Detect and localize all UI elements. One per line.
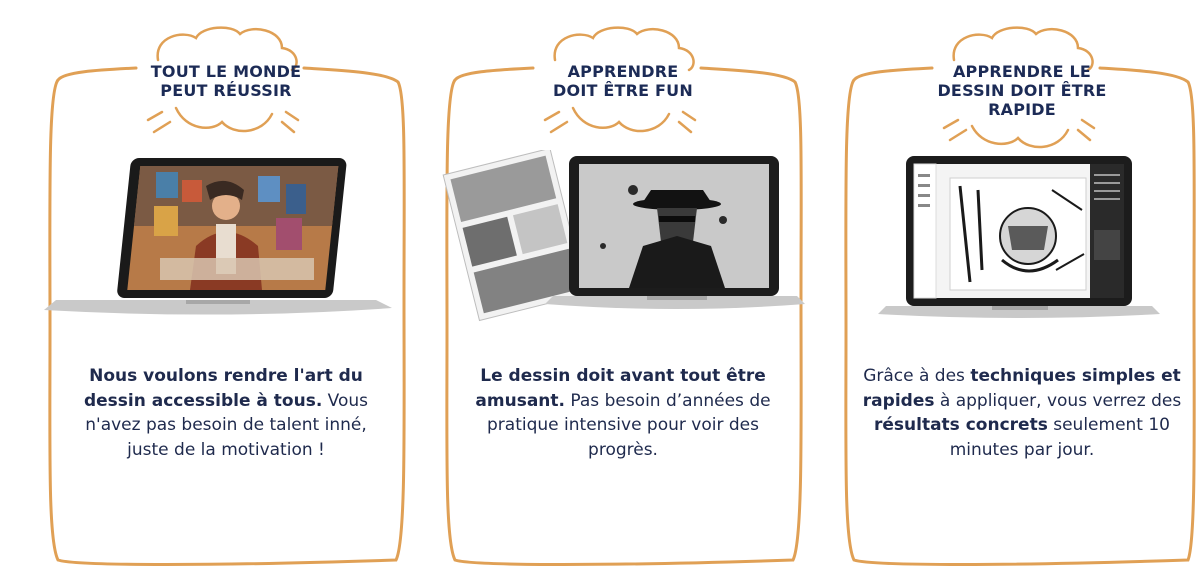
body-bold-1: Nous voulons rendre l'art du dessin acce… (83, 366, 363, 411)
card-body-text: Grâce à des techniques simples et rapide… (862, 364, 1182, 462)
heading-line-2: PEUT RÉUSSIR (160, 81, 292, 100)
heading-line-1: APPRENDRE (567, 62, 679, 81)
body-text-2: à appliquer, vous verrez des (934, 390, 1182, 411)
feature-card-3: APPRENDRE LE DESSIN DOIT ÊTRE RAPIDE Grâ… (832, 0, 1200, 573)
card-heading: APPRENDRE LE DESSIN DOIT ÊTRE RAPIDE (832, 62, 1200, 119)
cloud-outline (156, 26, 298, 72)
laptop-instructor-image (44, 158, 392, 315)
heading-line-2: DOIT ÊTRE FUN (553, 81, 693, 100)
card-heading: TOUT LE MONDE PEUT RÉUSSIR (36, 62, 416, 100)
card-frame (48, 26, 406, 566)
card-body-text: Nous voulons rendre l'art du dessin acce… (66, 364, 386, 462)
cloud-outline (553, 26, 695, 72)
feature-card-1: TOUT LE MONDE PEUT RÉUSSIR Nous voulons … (36, 0, 416, 573)
card-body-text: Le dessin doit avant tout être amusant. … (463, 364, 783, 462)
heading-line-2: DESSIN DOIT ÊTRE (937, 81, 1107, 100)
card-frame (445, 26, 803, 566)
laptop-noir-image (442, 150, 805, 322)
cloud-outline (952, 26, 1094, 72)
heading-line-1: APPRENDRE LE (952, 62, 1092, 81)
comic-pages (442, 150, 587, 322)
heading-line-1: TOUT LE MONDE (150, 62, 302, 81)
card-frame (844, 26, 1196, 566)
body-bold-3: résultats concrets (874, 415, 1048, 435)
body-text-1: Vous n'avez pas besoin de talent inné, j… (85, 390, 369, 460)
body-bold-2: techniques simples et rapides (862, 366, 1181, 411)
body-bold-1: Le dessin doit avant tout être amusant. (475, 366, 766, 411)
card-heading: APPRENDRE DOIT ÊTRE FUN (433, 62, 813, 100)
heading-line-3: RAPIDE (988, 100, 1056, 119)
body-text-1: Pas besoin d’années de pratique intensiv… (487, 390, 771, 460)
feature-card-2: APPRENDRE DOIT ÊTRE FUN Le dessin doit a… (433, 0, 813, 573)
body-text-1: Grâce à des (863, 366, 971, 386)
laptop-drawing-app-image (878, 156, 1160, 318)
body-text-3: seulement 10 minutes par jour. (949, 415, 1170, 460)
